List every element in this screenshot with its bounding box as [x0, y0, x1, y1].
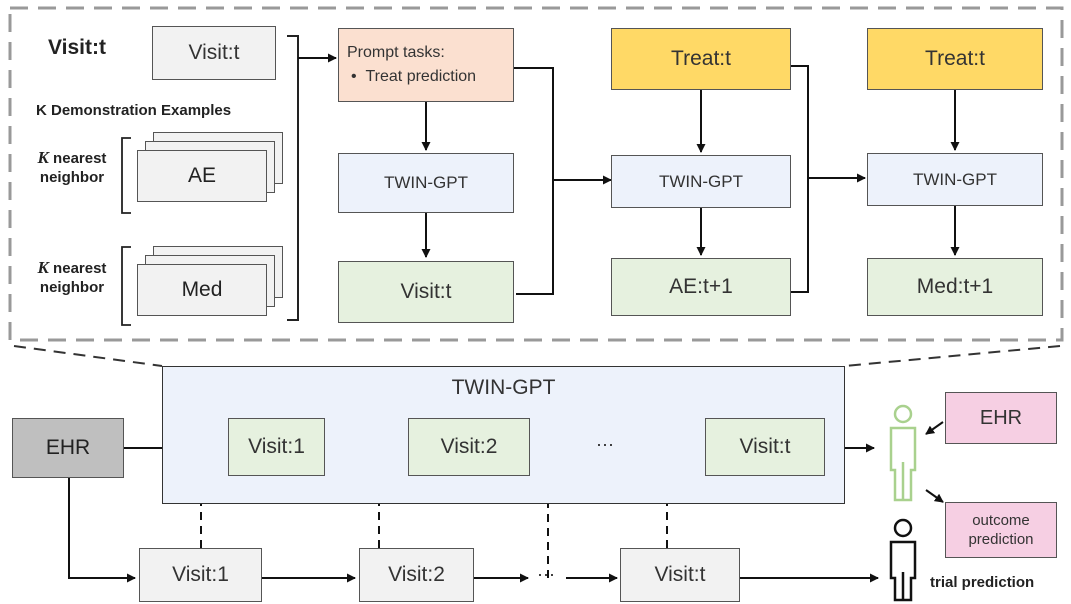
- ehr-target-box: EHR: [945, 392, 1057, 444]
- k-symbol: K: [37, 148, 49, 167]
- treat-box-2: Treat:t: [867, 28, 1043, 90]
- twin-gpt-box-2: TWIN-GPT: [611, 155, 791, 208]
- nn-ae-label: K nearest neighbor: [27, 148, 117, 187]
- zoom-panel-border: [8, 6, 1064, 342]
- zoom-line-left: [13, 345, 163, 367]
- twin-gpt-box-3: TWIN-GPT: [867, 153, 1043, 206]
- twin-gpt-box-1: TWIN-GPT: [338, 153, 514, 213]
- twin-visit-t: Visit:t: [705, 418, 825, 476]
- twin-visit-2: Visit:2: [408, 418, 530, 476]
- twin-ellipsis: ···: [596, 434, 614, 454]
- real-ellipsis: ···: [537, 564, 555, 584]
- treat-box-1: Treat:t: [611, 28, 791, 90]
- ae-output-box: AE:t+1: [611, 258, 791, 316]
- k-symbol: K: [37, 258, 49, 277]
- nn-ae-line1: nearest: [48, 150, 107, 167]
- nn-ae-line2: neighbor: [39, 169, 105, 186]
- med-card: Med: [137, 264, 267, 316]
- zoom-line-right: [844, 345, 1061, 367]
- prompt-bullet: • Treat prediction: [351, 68, 477, 85]
- ae-card: AE: [137, 150, 267, 202]
- real-visit-t: Visit:t: [620, 548, 740, 602]
- patient-person-icon: [889, 518, 917, 602]
- digital-twin-person-icon: [889, 404, 917, 502]
- visit-output-box: Visit:t: [338, 261, 514, 323]
- visit-t-heading: Visit:t: [48, 36, 106, 59]
- ehr-source-box: EHR: [12, 418, 124, 478]
- prompt-title: Prompt tasks:: [347, 44, 445, 61]
- brace: [287, 35, 299, 321]
- twin-visit-1: Visit:1: [228, 418, 325, 476]
- nn-med-line2: neighbor: [39, 279, 105, 296]
- trial-prediction-label: trial prediction: [930, 574, 1035, 591]
- prompt-tasks-box: Prompt tasks: • Treat prediction: [338, 28, 514, 102]
- twin-gpt-title: TWIN-GPT: [451, 376, 556, 399]
- demo-heading: K Demonstration Examples: [36, 102, 232, 119]
- visit-input-box: Visit:t: [152, 26, 276, 80]
- med-output-box: Med:t+1: [867, 258, 1043, 316]
- real-visit-2: Visit:2: [359, 548, 474, 602]
- nn-med-label: K nearest neighbor: [27, 258, 117, 297]
- outcome-prediction-box: outcome prediction: [945, 502, 1057, 558]
- nn-med-line1: nearest: [48, 260, 107, 277]
- real-visit-1: Visit:1: [139, 548, 262, 602]
